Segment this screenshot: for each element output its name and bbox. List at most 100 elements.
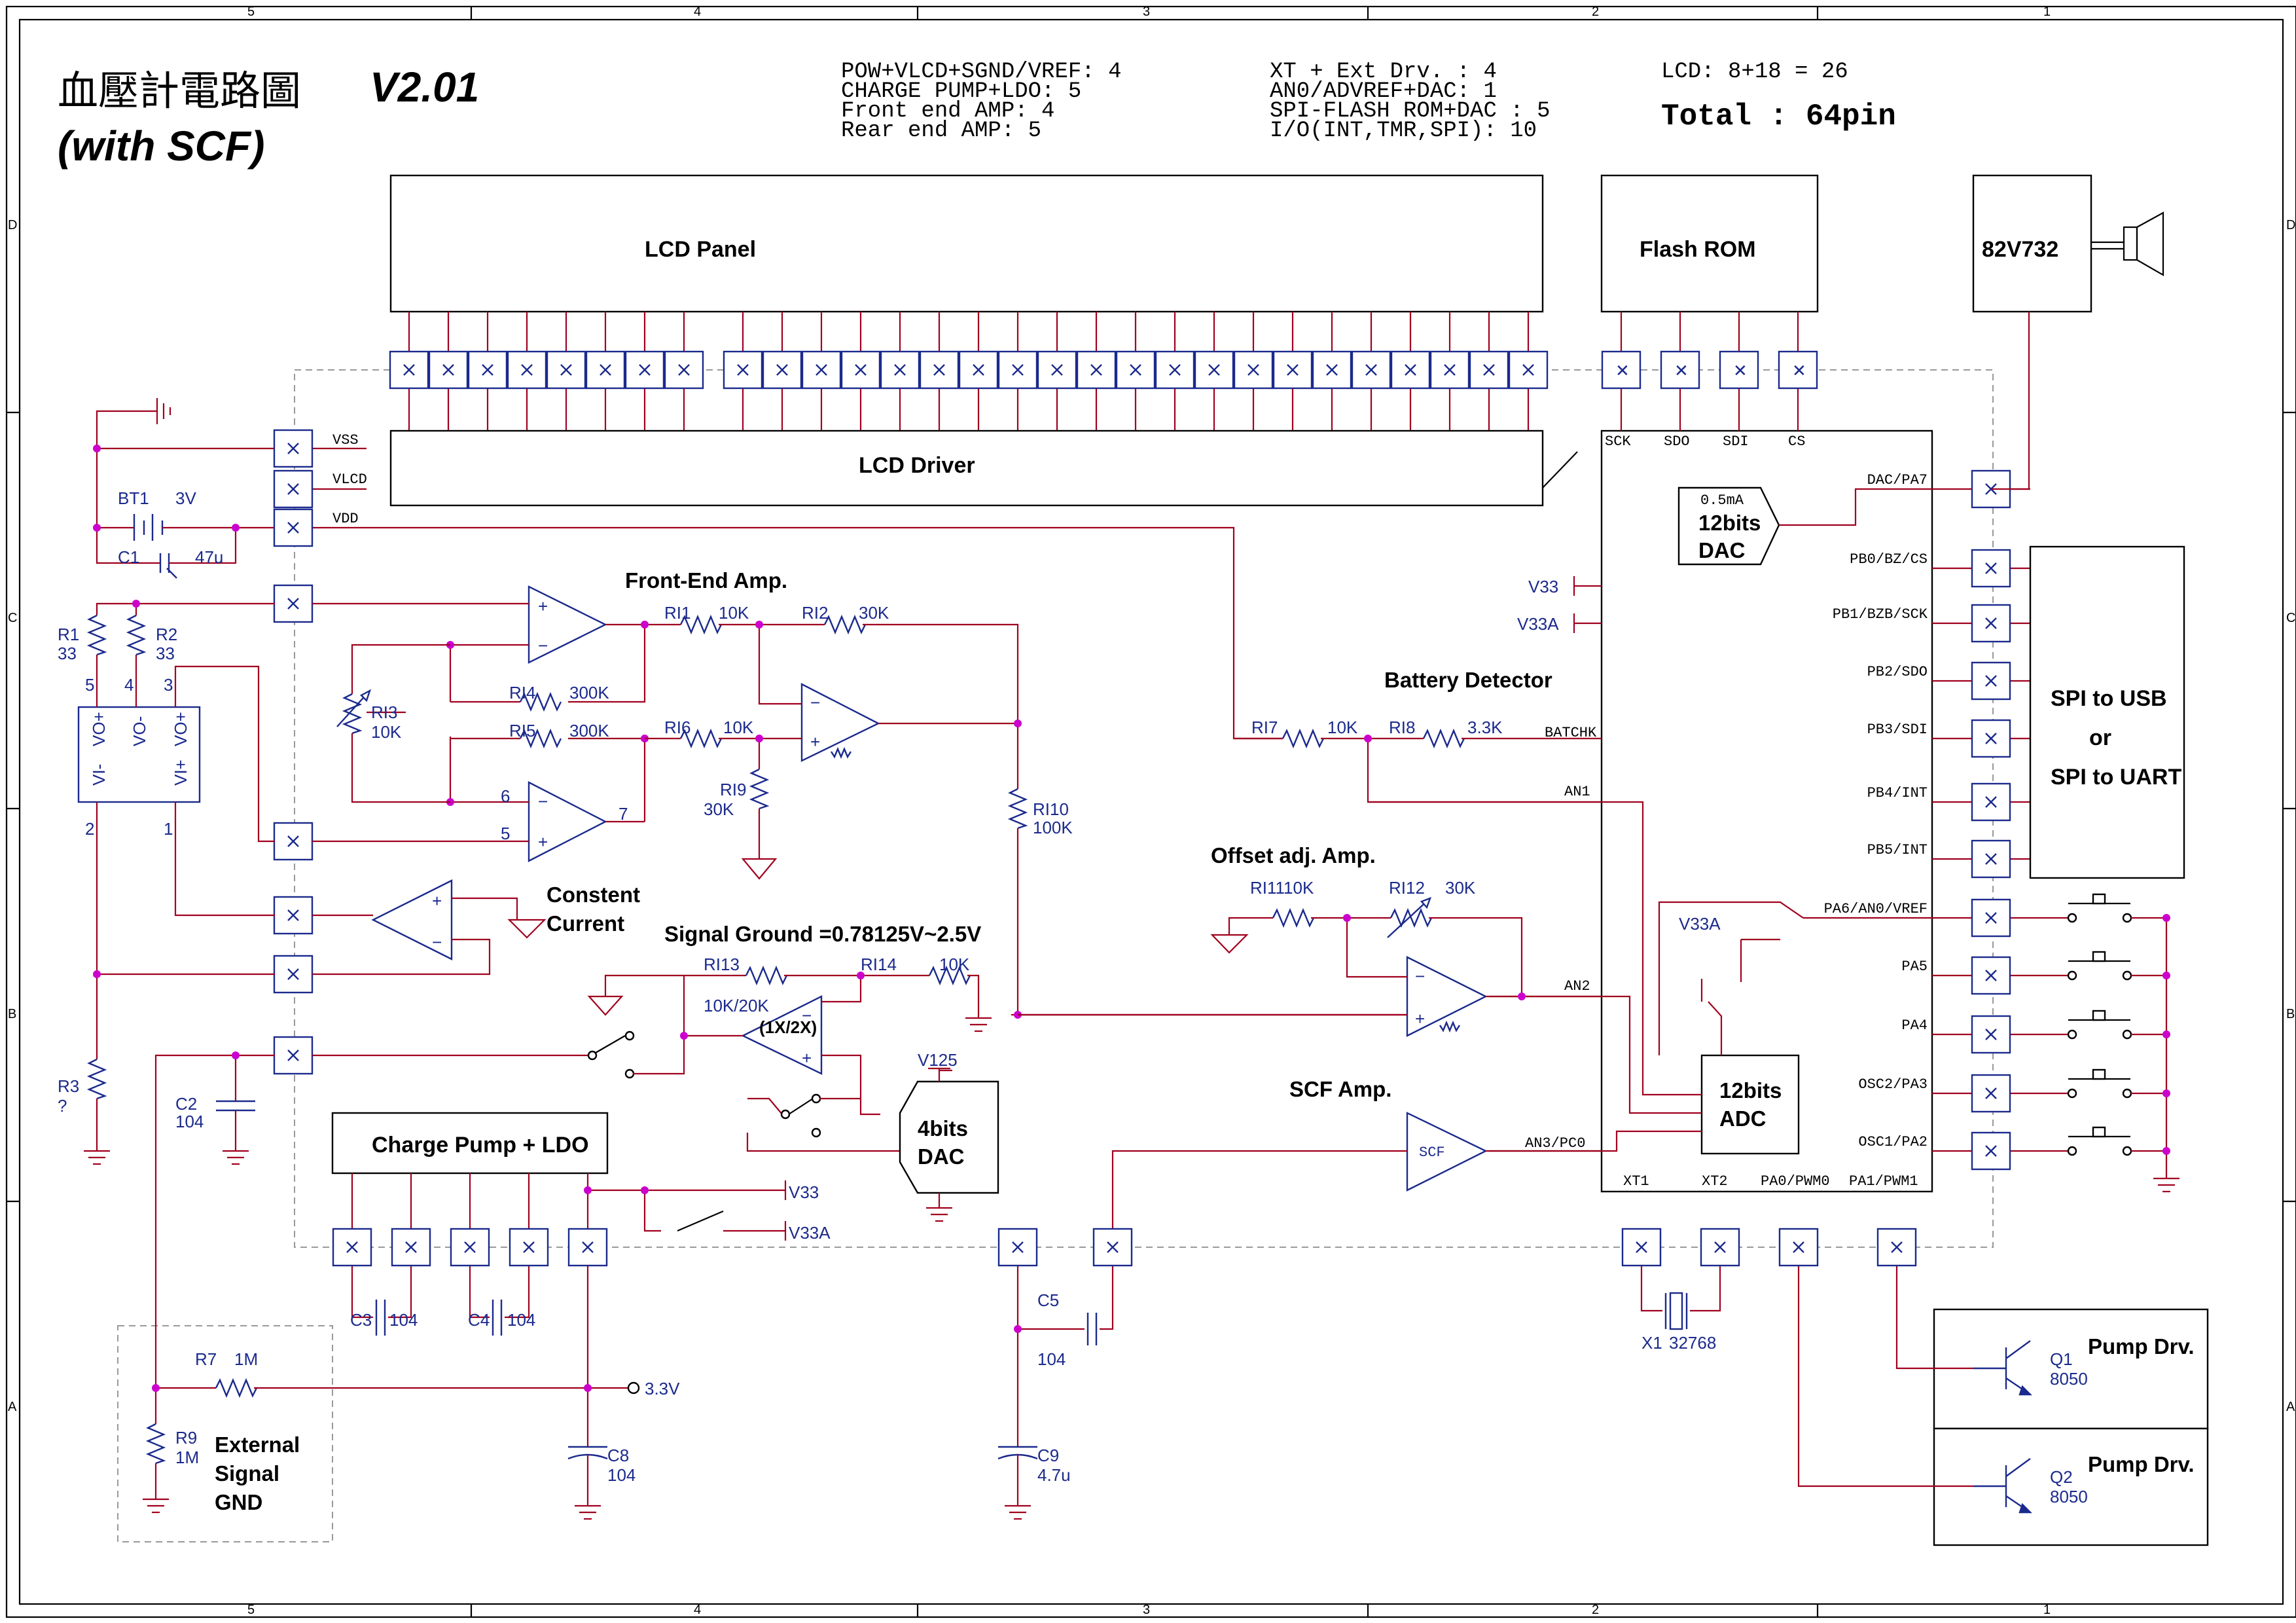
lcd-connector-16	[997, 350, 1038, 390]
frame-col-3-bottom: 3	[1143, 1603, 1150, 1617]
right-connector-12	[1971, 1131, 2011, 1171]
frame-col-4: 4	[694, 5, 701, 19]
ri9-label: RI9	[720, 780, 746, 799]
pin-count-spi-flash: SPI-FLASH ROM+DAC : 5	[1270, 99, 1550, 124]
ext-gnd-line1: External	[215, 1432, 300, 1457]
mcu-right-pin-6: PB4/INT	[1867, 785, 1928, 801]
ri2-label: RI2	[802, 603, 828, 623]
svg-text:✕: ✕	[1615, 361, 1630, 380]
mcu-pin-an2: AN2	[1564, 978, 1590, 994]
mcu-pin-xt2: XT2	[1702, 1173, 1728, 1190]
right-connector-5	[1971, 719, 2011, 758]
adc-v33a-label: V33A	[1679, 914, 1721, 934]
left-connector-7	[273, 955, 314, 994]
right-connector-10	[1971, 1015, 2011, 1054]
lcd-panel-block	[389, 174, 1544, 313]
ri1-label: RI1	[664, 603, 691, 623]
c5-value: 104	[1037, 1349, 1066, 1369]
right-connector-3	[1971, 604, 2011, 643]
lcd-panel-label: LCD Panel	[645, 237, 756, 262]
q2-label: Q2	[2050, 1467, 2073, 1487]
r1-value: 33	[58, 644, 77, 663]
mcu-pin-xt1: XT1	[1623, 1173, 1649, 1190]
ri12-value: 30K	[1445, 878, 1476, 898]
mcu-pin-an1: AN1	[1564, 784, 1590, 800]
frame-row-d-right: D	[2286, 218, 2295, 232]
frame-row-b: B	[8, 1007, 16, 1021]
sensor-pin-1: 1	[164, 819, 173, 839]
crystal-x1	[1640, 1264, 1721, 1330]
mcu-right-pin-7: PB5/INT	[1867, 842, 1928, 858]
keypad-buttons	[2030, 893, 2179, 1193]
lcd-connector-15	[958, 350, 999, 390]
svg-text:✕: ✕	[1733, 361, 1748, 380]
constant-current-amp: + −	[312, 879, 547, 976]
front-end-amp-stage2: − +	[312, 728, 649, 862]
frame-row-d: D	[8, 218, 17, 232]
charge-pump-wiring	[351, 1173, 787, 1388]
mcu-right-pin-12: OSC1/PA2	[1858, 1134, 1928, 1150]
svg-text:+: +	[432, 891, 442, 911]
lcd-connector-4	[507, 350, 547, 390]
svg-text:+: +	[1415, 1009, 1425, 1029]
bt1-label: BT1	[118, 488, 149, 508]
scf-amp-title: SCF Amp.	[1289, 1077, 1391, 1101]
mcu-right-pin-5: PB3/SDI	[1867, 721, 1928, 738]
battery-detector-title: Battery Detector	[1384, 668, 1552, 692]
c1-value: 47u	[195, 547, 223, 567]
sensor-pin-4: 4	[124, 675, 134, 695]
ri2-value: 30K	[859, 603, 889, 623]
ri5-value: 300K	[569, 721, 609, 740]
mcu-right-pin-8: PA6/AN0/VREF	[1824, 901, 1928, 917]
c9-value: 4.7u	[1037, 1465, 1071, 1485]
r7-label: R7	[195, 1349, 217, 1369]
lcd-connector-1	[389, 350, 429, 390]
speaker-ic-label: 82V732	[1982, 237, 2058, 262]
frame-col-3: 3	[1143, 5, 1150, 19]
r3-value: ?	[58, 1096, 67, 1116]
push-button-4	[2030, 1068, 2170, 1099]
left-connector-6	[273, 896, 314, 935]
lcd-connector-25	[1351, 350, 1391, 390]
u2-pin-5: 5	[501, 824, 510, 843]
c2-capacitor	[154, 1051, 275, 1388]
lcd-connector-9	[723, 350, 763, 390]
spi-bridge-line1: SPI to USB	[2051, 686, 2167, 711]
push-button-2	[2030, 951, 2170, 981]
mcu-right-pin-1: DAC/PA7	[1867, 472, 1928, 488]
pump-transistors	[1797, 1264, 2032, 1514]
r7-value: 1M	[234, 1349, 258, 1369]
lcd-connector-11	[801, 350, 842, 390]
spi-bridge-block	[2029, 545, 2185, 879]
bottom-connector-1	[332, 1228, 372, 1267]
push-button-5	[2030, 1126, 2170, 1156]
title-subtitle: (with SCF)	[58, 122, 264, 170]
v3v3-label: 3.3V	[645, 1379, 680, 1398]
bottom-connector-9	[1700, 1228, 1740, 1267]
push-button-1	[2030, 893, 2170, 923]
right-connector-4	[1971, 661, 2011, 701]
ri6-value: 10K	[723, 718, 754, 737]
svg-text:−: −	[538, 636, 548, 655]
pin-vlcd: VLCD	[332, 471, 367, 488]
mcu-v33-label: V33	[1528, 577, 1558, 596]
c8-value: 104	[607, 1465, 636, 1485]
ri11-label: RI1110K	[1250, 878, 1314, 898]
r9-value: 1M	[175, 1448, 199, 1467]
r3-label: R3	[58, 1076, 79, 1096]
bottom-connector-10	[1778, 1228, 1819, 1267]
lcd-bus-slash	[1542, 451, 1578, 488]
dac4-bits: 4bits	[918, 1116, 968, 1140]
svg-text:+: +	[802, 1048, 812, 1068]
adc12-label: ADC	[1719, 1106, 1767, 1131]
svg-text:+: +	[810, 732, 820, 752]
ri6-label: RI6	[664, 718, 691, 737]
sensor-pin-5: 5	[85, 675, 94, 695]
mcu-pin-pa0: PA0/PWM0	[1761, 1173, 1830, 1190]
bottom-connector-3	[450, 1228, 490, 1267]
offset-adj-amp: − +	[1018, 896, 1602, 1037]
mcu-v33a-label: V33A	[1517, 614, 1559, 634]
scf-label: SCF	[1419, 1144, 1445, 1161]
flash-rom-block	[1600, 174, 1819, 313]
ri13-value: 10K/20K	[704, 996, 769, 1015]
